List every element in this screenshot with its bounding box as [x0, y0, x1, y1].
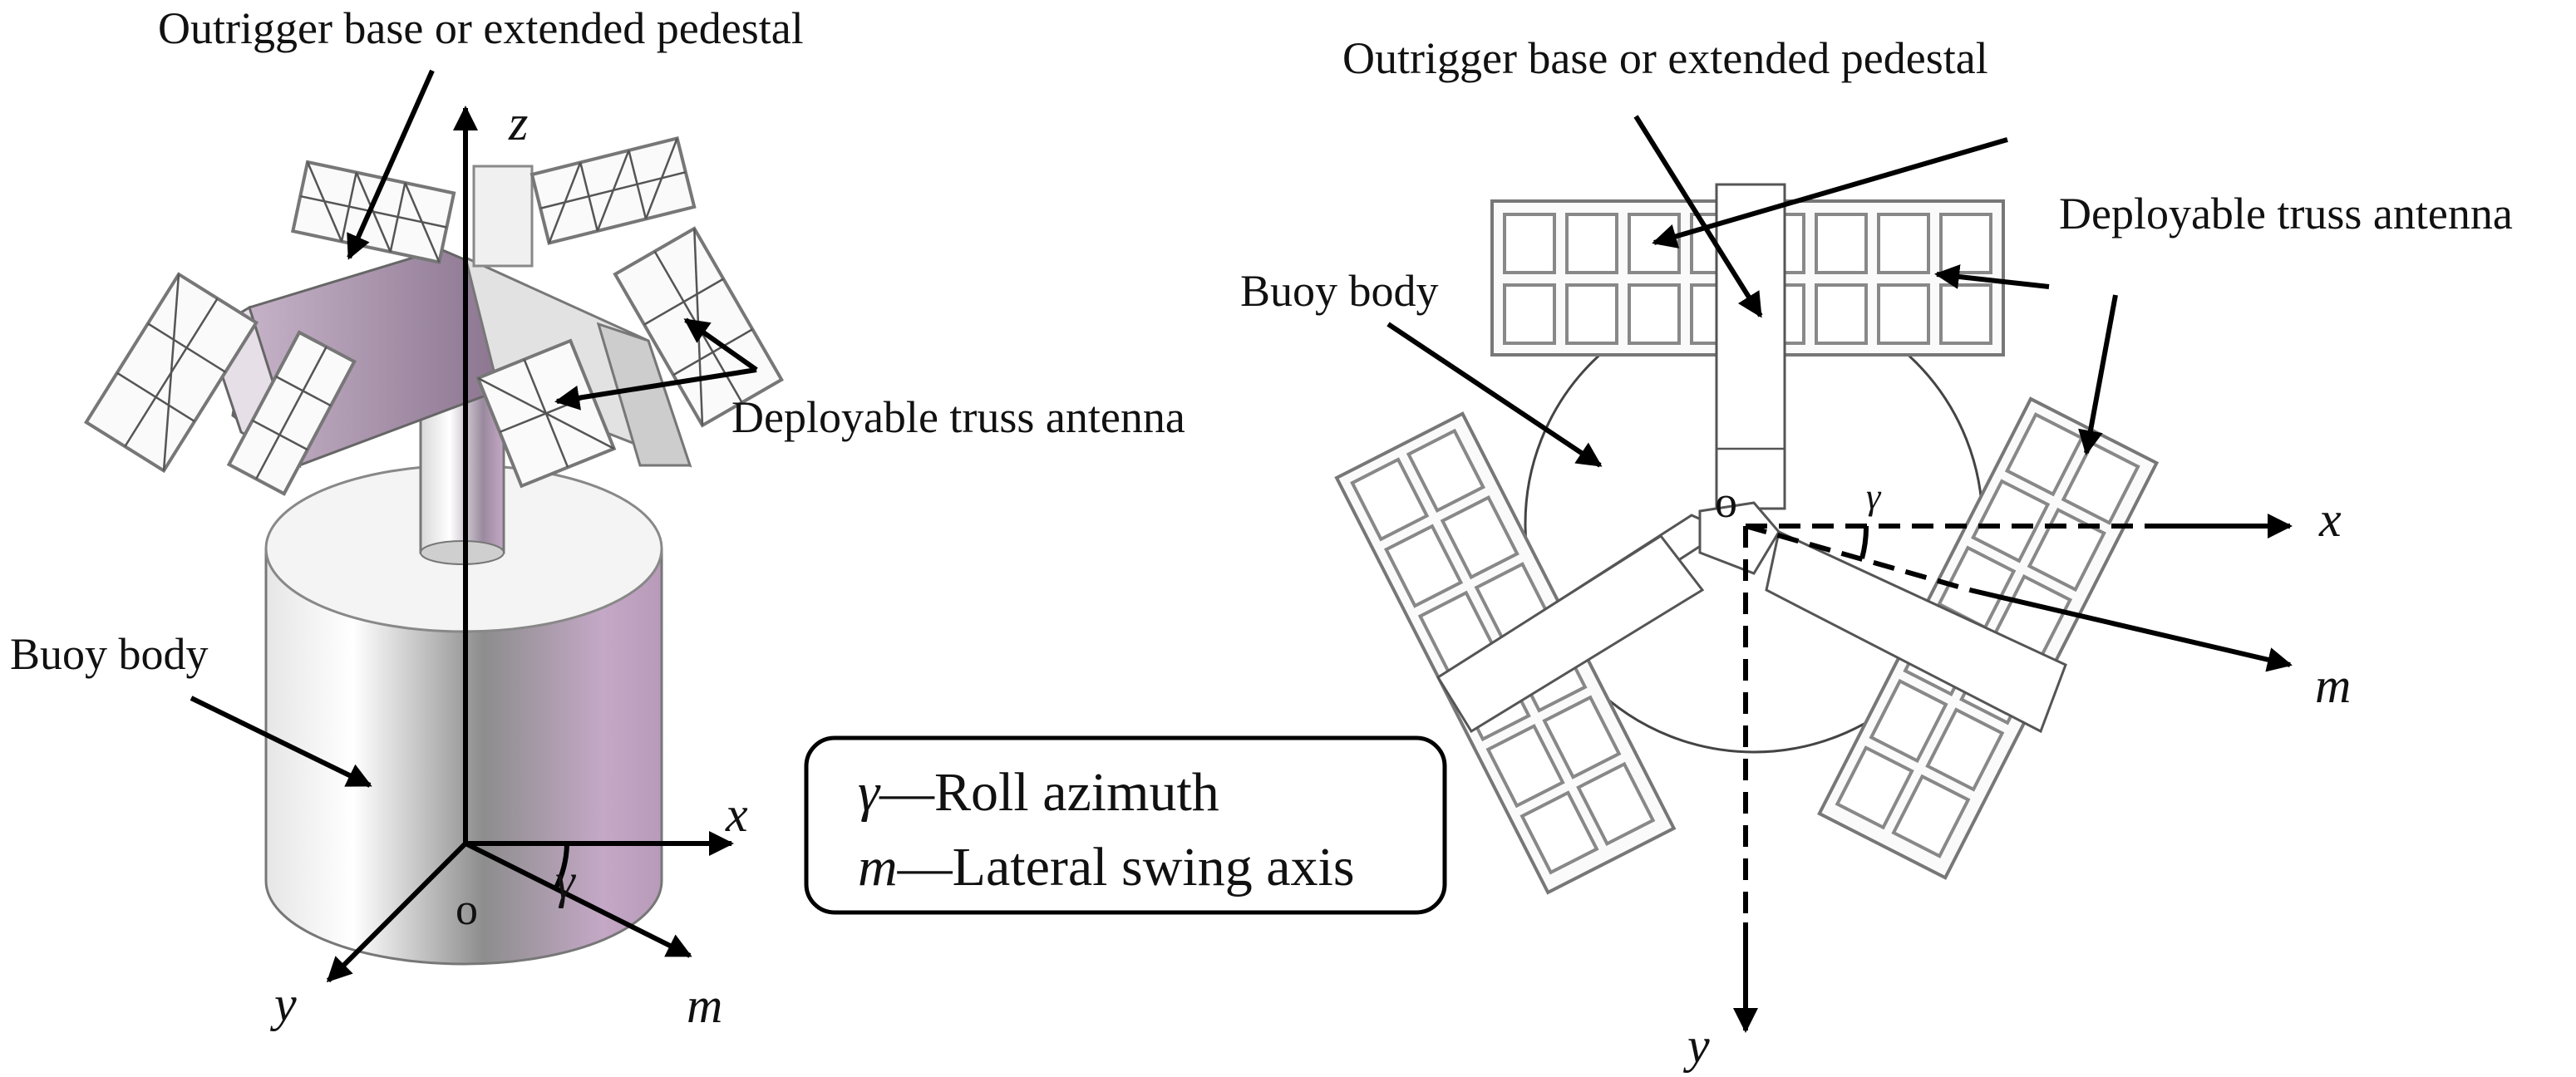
truss-cell: [1628, 213, 1681, 274]
left-buoy-arrow: [190, 696, 372, 788]
truss-cell: [1542, 695, 1622, 779]
truss-cell: [1939, 283, 1992, 345]
truss-cell: [1628, 283, 1681, 345]
truss-panel-lower-right: [475, 338, 617, 489]
truss-cell: [1565, 213, 1618, 274]
truss-cell: [1576, 761, 1656, 846]
legend-m-symbol: m: [858, 837, 898, 898]
truss-panel-top-left: [290, 160, 456, 264]
right-pedestal: [1436, 183, 2067, 734]
left-antenna-arrow-1: [683, 317, 758, 372]
truss-cell: [1835, 745, 1914, 830]
left-outrigger-arrow: [347, 69, 435, 260]
truss-cell: [1869, 678, 1948, 764]
left-y-axis: [326, 841, 468, 983]
left-m-axis: [464, 841, 692, 958]
truss-cell: [1565, 283, 1618, 345]
right-m-axis: [1969, 588, 2293, 672]
truss-cell: [1971, 479, 2051, 563]
legend-row-swing: m—Lateral swing axis: [858, 837, 1355, 898]
truss-cell: [1925, 707, 2005, 792]
left-z-label: z: [508, 96, 528, 150]
left-x-label: x: [725, 787, 748, 842]
right-buoy-label: Buoy body: [1240, 266, 1439, 316]
legend-roll-text: —Roll azimuth: [879, 762, 1219, 823]
truss-cell: [1485, 724, 1565, 809]
left-outrigger-label: Outrigger base or extended pedestal: [158, 3, 804, 53]
left-origin-label: o: [456, 884, 478, 934]
truss-cell: [1891, 774, 1971, 858]
legend-swing-text: —Lateral swing axis: [897, 837, 1355, 898]
right-y-label: y: [1682, 1018, 1710, 1073]
right-angle-label: γ: [1866, 476, 1882, 517]
legend-gamma-symbol: γ: [858, 762, 881, 823]
truss-cell: [2004, 412, 2085, 497]
truss-panel-left: [83, 272, 259, 474]
truss-cell: [1350, 457, 1430, 542]
left-buoy-label: Buoy body: [10, 629, 209, 679]
truss-cell: [1406, 428, 1485, 514]
truss-cell: [1877, 213, 1930, 274]
right-m-axis-dashed: [1745, 524, 1971, 593]
left-3d-view: z x y m o γ Outrigger base or extended p…: [10, 3, 1185, 1033]
right-antenna-arrow-1: [1934, 264, 2050, 289]
legend-box: γ—Roll azimuth m—Lateral swing axis: [804, 735, 1447, 915]
truss-panel-top-right: [529, 136, 697, 245]
right-antenna-arrow-2: [2078, 294, 2118, 455]
left-angle-arc: [553, 843, 569, 891]
truss-cell: [1939, 213, 1992, 274]
right-origin-label: o: [1715, 477, 1737, 527]
truss-cell: [1877, 283, 1930, 345]
left-antenna-label: Deployable truss antenna: [731, 392, 1185, 442]
truss-cell: [1815, 283, 1868, 345]
left-m-label: m: [687, 978, 722, 1033]
truss-panel-lower-left: [226, 330, 357, 496]
right-top-view: x y m o γ Outrigger base or extended ped…: [1240, 33, 2513, 1073]
right-outrigger-label: Outrigger base or extended pedestal: [1342, 33, 1988, 83]
right-antenna-label: Deployable truss antenna: [2059, 189, 2513, 239]
right-buoy-arrow: [1387, 322, 1603, 468]
left-angle-label: γ: [555, 853, 576, 908]
truss-cell: [1503, 283, 1556, 345]
right-x-label: x: [2318, 492, 2342, 547]
right-angle-arc: [1859, 525, 1869, 559]
truss-cell: [2061, 440, 2140, 525]
right-outrigger-arrow-1: [1633, 115, 1763, 318]
truss-cell: [2027, 507, 2106, 593]
left-y-label: y: [269, 976, 297, 1031]
truss-cell: [1503, 213, 1556, 274]
left-antenna-arrow-2: [554, 367, 757, 411]
truss-cell: [1383, 524, 1464, 608]
truss-cell: [1815, 213, 1868, 274]
right-outrigger-arrow-2: [1652, 137, 2008, 248]
legend-row-roll: γ—Roll azimuth: [858, 762, 1219, 823]
truss-cell: [1440, 494, 1519, 580]
right-m-label: m: [2315, 658, 2351, 713]
truss-cell: [1519, 790, 1599, 875]
